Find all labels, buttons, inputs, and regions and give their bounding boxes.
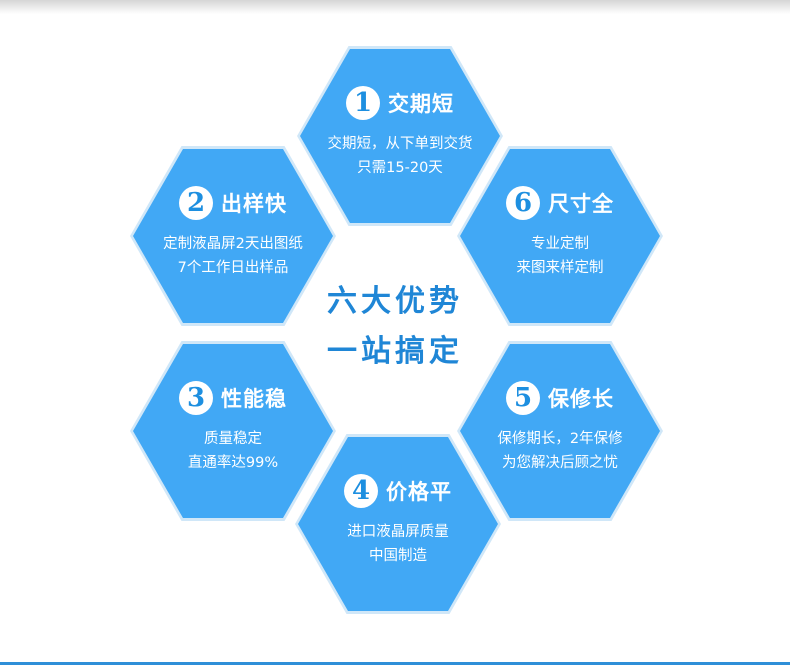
advantage-title: 价格平 xyxy=(386,480,452,504)
advantage-desc-line: 直通率达99% xyxy=(187,455,279,471)
number-badge: 2 xyxy=(179,186,213,220)
center-slogan-line-2: 一站搞定 xyxy=(327,334,463,369)
advantage-title: 出样快 xyxy=(221,192,287,216)
advantage-desc-line: 专业定制 xyxy=(531,236,589,252)
advantage-desc-line: 保修期长，2年保修 xyxy=(497,431,623,447)
advantage-hex-4: 4 价格平 进口液晶屏质量 中国制造 xyxy=(298,437,498,611)
advantage-desc-line: 定制液晶屏2天出图纸 xyxy=(163,236,303,252)
top-shadow xyxy=(0,0,790,14)
advantage-title: 交期短 xyxy=(388,92,454,116)
advantage-desc-line: 质量稳定 xyxy=(204,431,262,447)
advantage-desc-line: 为您解决后顾之忧 xyxy=(502,455,618,471)
number-badge: 3 xyxy=(179,381,213,415)
advantage-title: 性能稳 xyxy=(221,387,287,411)
bottom-bar xyxy=(0,662,790,665)
advantage-desc-line: 进口液晶屏质量 xyxy=(347,524,449,540)
advantage-desc-line: 交期短，从下单到交货 xyxy=(327,136,473,152)
advantage-desc-line: 只需15-20天 xyxy=(357,160,443,176)
advantage-hex-1: 1 交期短 交期短，从下单到交货 只需15-20天 xyxy=(300,49,500,223)
number-badge: 5 xyxy=(506,381,540,415)
advantage-desc-line: 来图来样定制 xyxy=(516,260,604,276)
advantage-hex-3: 3 性能稳 质量稳定 直通率达99% xyxy=(133,344,333,518)
number-badge: 4 xyxy=(344,474,378,508)
number-badge: 6 xyxy=(506,186,540,220)
advantage-desc-line: 7个工作日出样品 xyxy=(177,260,289,276)
advantage-title: 保修长 xyxy=(548,387,614,411)
number-badge: 1 xyxy=(346,86,380,120)
advantage-hex-5: 5 保修长 保修期长，2年保修 为您解决后顾之忧 xyxy=(460,344,660,518)
advantage-title: 尺寸全 xyxy=(548,192,614,216)
center-slogan-line-1: 六大优势 xyxy=(327,284,463,319)
advantage-desc-line: 中国制造 xyxy=(369,548,427,564)
